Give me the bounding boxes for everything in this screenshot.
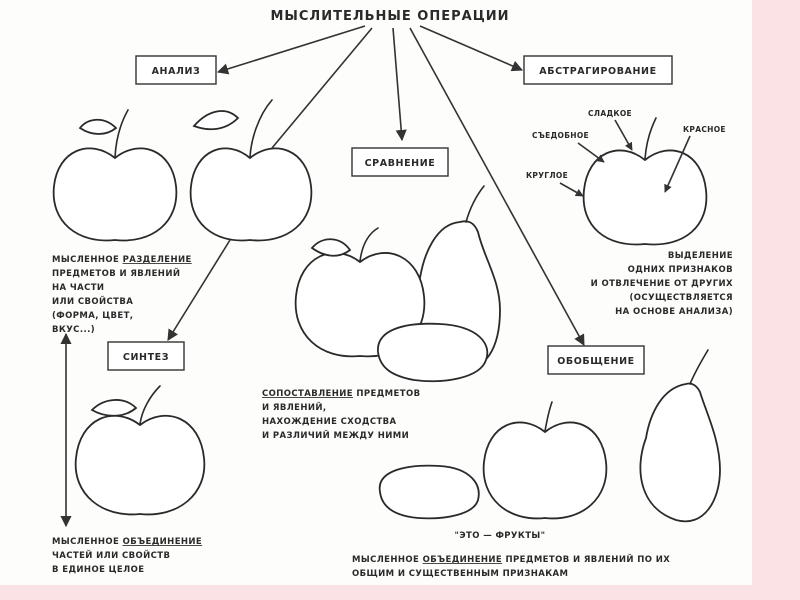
comparison-desc-line4: И РАЗЛИЧИЙ МЕЖДУ НИМИ <box>262 429 409 441</box>
generalization-quote: "ЭТО — ФРУКТЫ" <box>455 531 546 541</box>
abstraction-desc-line4: (ОСУЩЕСТВЛЯЕТСЯ <box>630 293 733 303</box>
analysis-desc-line4: ИЛИ СВОЙСТВА <box>52 295 133 307</box>
generalization-desc-line2: ОБЩИМ И СУЩЕСТВЕННЫМ ПРИЗНАКАМ <box>352 569 568 579</box>
label-round: КРУГЛОЕ <box>526 171 568 180</box>
comparison-desc-line3: НАХОЖДЕНИЕ СХОДСТВА <box>262 417 397 427</box>
arrow-to-analysis <box>216 25 366 75</box>
generalization-label: ОБОБЩЕНИЕ <box>557 356 635 367</box>
apple-abstraction <box>582 117 708 246</box>
synthesis-label: СИНТЕЗ <box>123 352 169 363</box>
analysis-desc-line3: НА ЧАСТИ <box>52 283 104 293</box>
comparison-box <box>351 147 449 177</box>
abstraction-desc-line1: ВЫДЕЛЕНИЕ <box>668 251 733 261</box>
comparison-label: СРАВНЕНИЕ <box>365 158 436 169</box>
abstraction-label: АБСТРАГИРОВАНИЕ <box>539 66 656 77</box>
abstraction-box <box>523 55 673 85</box>
line-to-apple-analysis <box>271 27 373 149</box>
generalization-desc-line1: МЫСЛЕННОЕ ОБЪЕДИНЕНИЕ ПРЕДМЕТОВ И ЯВЛЕНИ… <box>352 553 670 565</box>
mental-operations-diagram: МЫСЛИТЕЛЬНЫЕ ОПЕРАЦИИ АНАЛИЗ АБСТРАГИРОВ… <box>52 9 733 579</box>
plum-comparison <box>377 322 489 383</box>
analysis-label: АНАЛИЗ <box>152 66 201 77</box>
synthesis-desc-line2: ЧАСТЕЙ ИЛИ СВОЙСТВ <box>52 549 170 561</box>
comparison-desc-line2: И ЯВЛЕНИЙ, <box>262 401 327 413</box>
generalization-box <box>547 345 645 375</box>
label-red: КРАСНОЕ <box>683 125 726 134</box>
analysis-desc-line6: ВКУС...) <box>52 325 95 335</box>
plum-generalization <box>378 464 480 520</box>
abstraction-desc-line5: НА ОСНОВЕ АНАЛИЗА) <box>615 307 733 317</box>
synthesis-box <box>107 341 185 371</box>
analysis-desc-line1: МЫСЛЕННОЕ РАЗДЕЛЕНИЕ <box>52 255 192 265</box>
abstraction-desc-line3: И ОТВЛЕЧЕНИЕ ОТ ДРУГИХ <box>591 279 733 289</box>
synthesis-desc-line3: В ЕДИНОЕ ЦЕЛОЕ <box>52 565 144 575</box>
arrow-to-abstraction <box>419 25 524 72</box>
arrow-to-synthesis <box>167 239 231 341</box>
abstraction-desc-line2: ОДНИХ ПРИЗНАКОВ <box>628 265 733 275</box>
apple-synthesis <box>74 385 206 516</box>
apple-generalization <box>482 401 608 520</box>
apple-analysis-right <box>189 99 313 242</box>
diagram-sheet: МЫСЛИТЕЛЬНЫЕ ОПЕРАЦИИ АНАЛИЗ АБСТРАГИРОВ… <box>0 0 752 585</box>
synthesis-desc-line1: МЫСЛЕННОЕ ОБЪЕДИНЕНИЕ <box>52 537 202 547</box>
diagram-title: МЫСЛИТЕЛЬНЫЕ ОПЕРАЦИИ <box>270 9 509 24</box>
pear-generalization <box>639 349 721 523</box>
analysis-desc-line5: (ФОРМА, ЦВЕТ, <box>52 311 133 321</box>
apple-analysis-left <box>52 109 178 242</box>
analysis-box <box>135 55 217 85</box>
comparison-desc-line1: СОПОСТАВЛЕНИЕ ПРЕДМЕТОВ <box>262 389 420 399</box>
arrow-to-generalization <box>409 27 585 346</box>
arrow-to-comparison <box>392 27 407 142</box>
label-edible: СЪЕДОБНОЕ <box>532 131 589 140</box>
label-sweet: СЛАДКОЕ <box>588 109 632 118</box>
analysis-desc-line2: ПРЕДМЕТОВ И ЯВЛЕНИЙ <box>52 267 180 279</box>
